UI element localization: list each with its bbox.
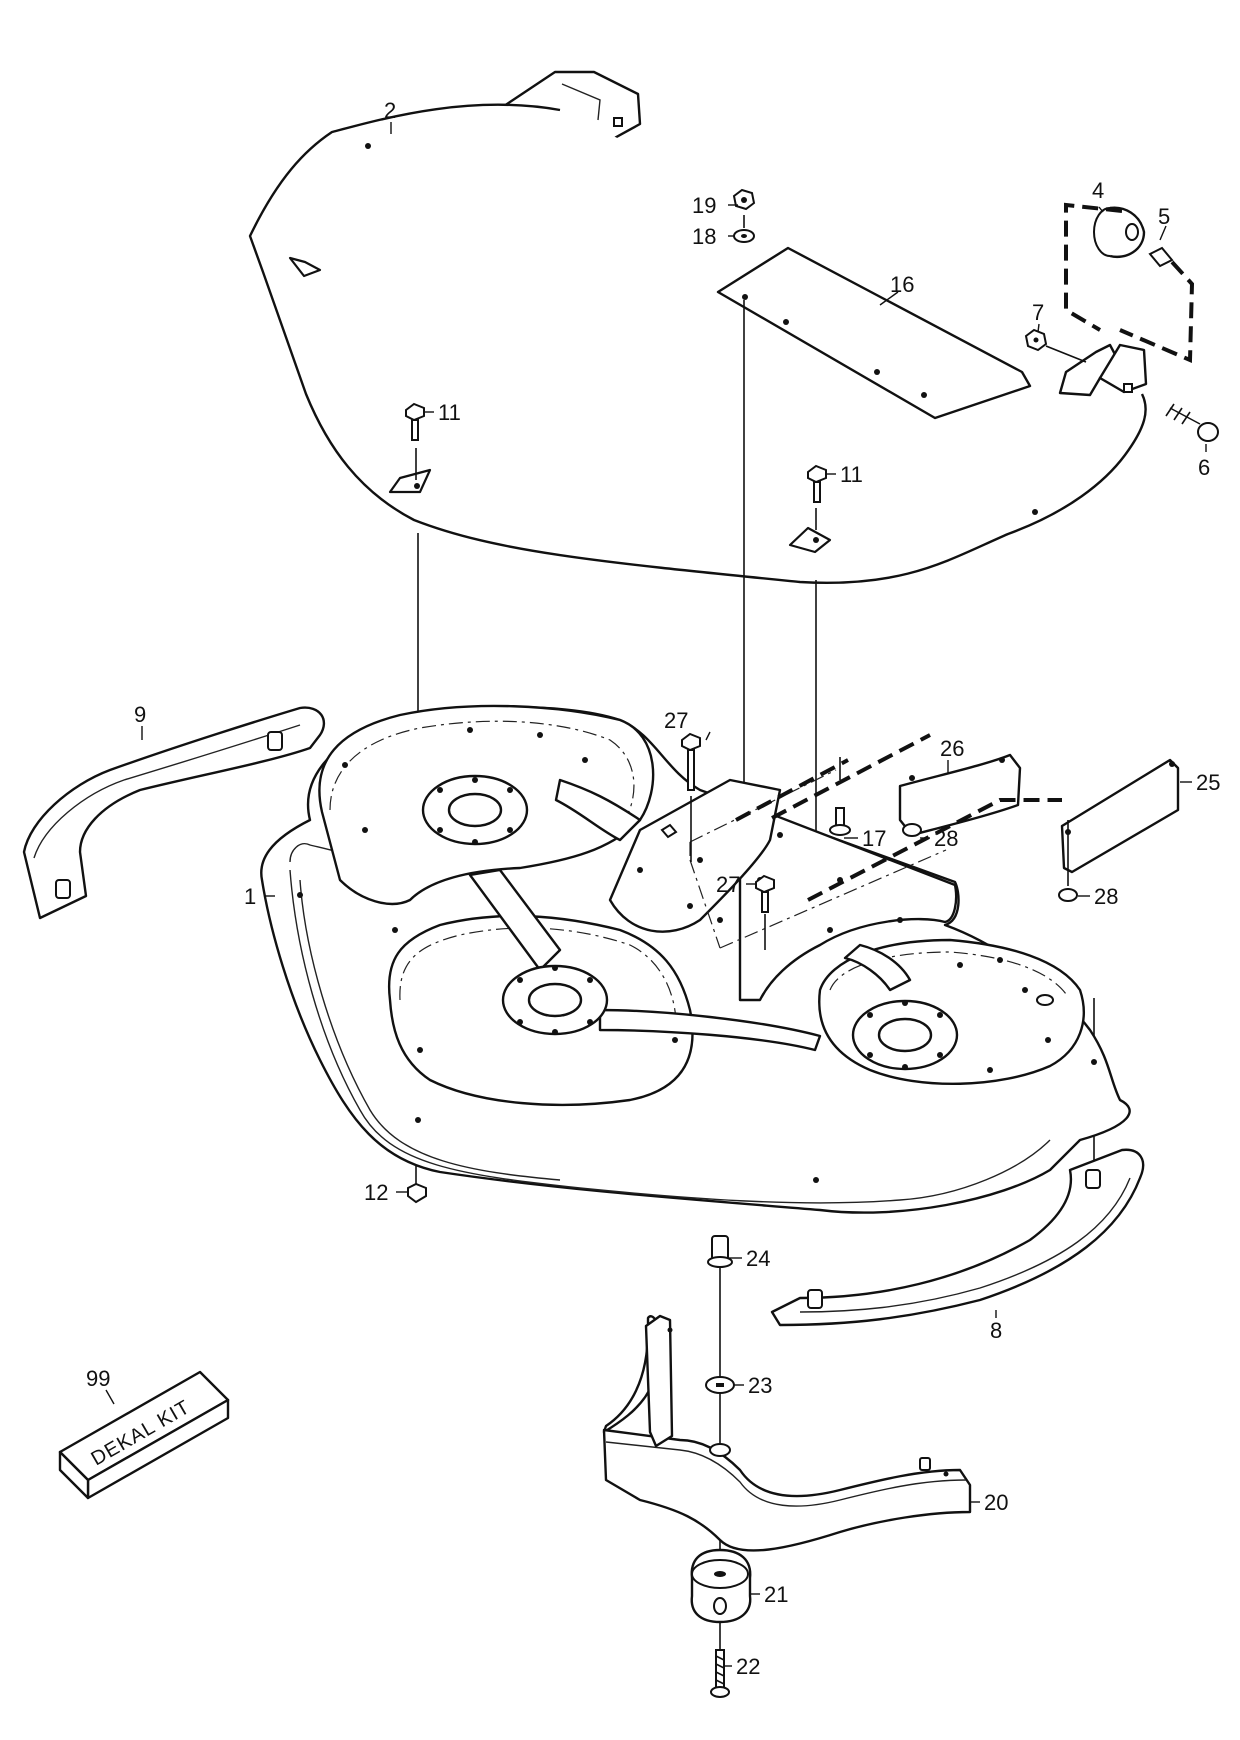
callout-20: 20 <box>984 1490 1008 1515</box>
callout-1: 1 <box>244 884 256 909</box>
callout-6: 6 <box>1198 455 1210 480</box>
callout-7: 7 <box>1032 300 1044 325</box>
part-26-cover <box>898 753 1022 837</box>
callout-25: 25 <box>1196 770 1220 795</box>
callout-22: 22 <box>736 1654 760 1679</box>
part-23-washer <box>705 1376 735 1394</box>
leader-lines <box>105 122 1207 1667</box>
part-25-bar <box>1060 758 1180 874</box>
callout-16: 16 <box>890 272 914 297</box>
part-8-baffle-right <box>770 1148 1145 1327</box>
callout-17: 17 <box>862 826 886 851</box>
callout-19: 19 <box>692 193 716 218</box>
part-18-washer <box>733 229 755 243</box>
part-20-pivot-arm <box>602 1314 972 1552</box>
part-12-nut <box>407 1182 427 1204</box>
callout-28-lower: 28 <box>1094 884 1118 909</box>
part-1-mower-deck <box>260 704 1131 1214</box>
part-17-bolt <box>829 807 851 836</box>
callout-28-upper: 28 <box>934 826 958 851</box>
callout-12: 12 <box>364 1180 388 1205</box>
part-6-carriage-bolt <box>1165 403 1219 442</box>
part-16-shield-plate <box>716 246 1032 420</box>
callout-27-upper: 27 <box>664 708 688 733</box>
part-21-wheel-hub <box>690 1548 752 1624</box>
callout-9: 9 <box>134 702 146 727</box>
callout-27-lower: 27 <box>716 872 740 897</box>
part-4-roller <box>1093 206 1146 259</box>
part-bracket-upper-right <box>1058 343 1148 397</box>
callout-5: 5 <box>1158 204 1170 229</box>
callout-23: 23 <box>748 1373 772 1398</box>
part-7-nut <box>1024 328 1048 352</box>
part-11-bolt-right <box>807 464 827 503</box>
part-19-nut <box>732 188 756 211</box>
part-11-bolt-left <box>405 402 425 441</box>
part-28-nut-b <box>1058 888 1078 902</box>
callout-11-left: 11 <box>438 400 461 425</box>
part-27-bolt-a <box>681 732 701 791</box>
part-28-nut-a <box>902 823 922 837</box>
part-27-bolt-b <box>755 874 775 913</box>
callout-11-right: 11 <box>840 462 863 487</box>
callout-21: 21 <box>764 1582 788 1607</box>
part-22-screw <box>710 1649 730 1698</box>
callout-26: 26 <box>940 736 964 761</box>
part-24-bushing <box>707 1235 733 1268</box>
part-5-bushing <box>1148 246 1174 268</box>
part-9-baffle-left <box>22 706 326 920</box>
callout-18: 18 <box>692 224 716 249</box>
callout-labels: 2 19 18 16 4 5 7 6 11 11 9 27 26 25 17 2… <box>86 98 1220 1679</box>
part-2-hanger-bar <box>248 70 1147 584</box>
callout-24: 24 <box>746 1246 770 1271</box>
callout-4: 4 <box>1092 178 1104 203</box>
callout-8: 8 <box>990 1318 1002 1343</box>
callout-99: 99 <box>86 1366 110 1391</box>
callout-2: 2 <box>384 98 396 123</box>
